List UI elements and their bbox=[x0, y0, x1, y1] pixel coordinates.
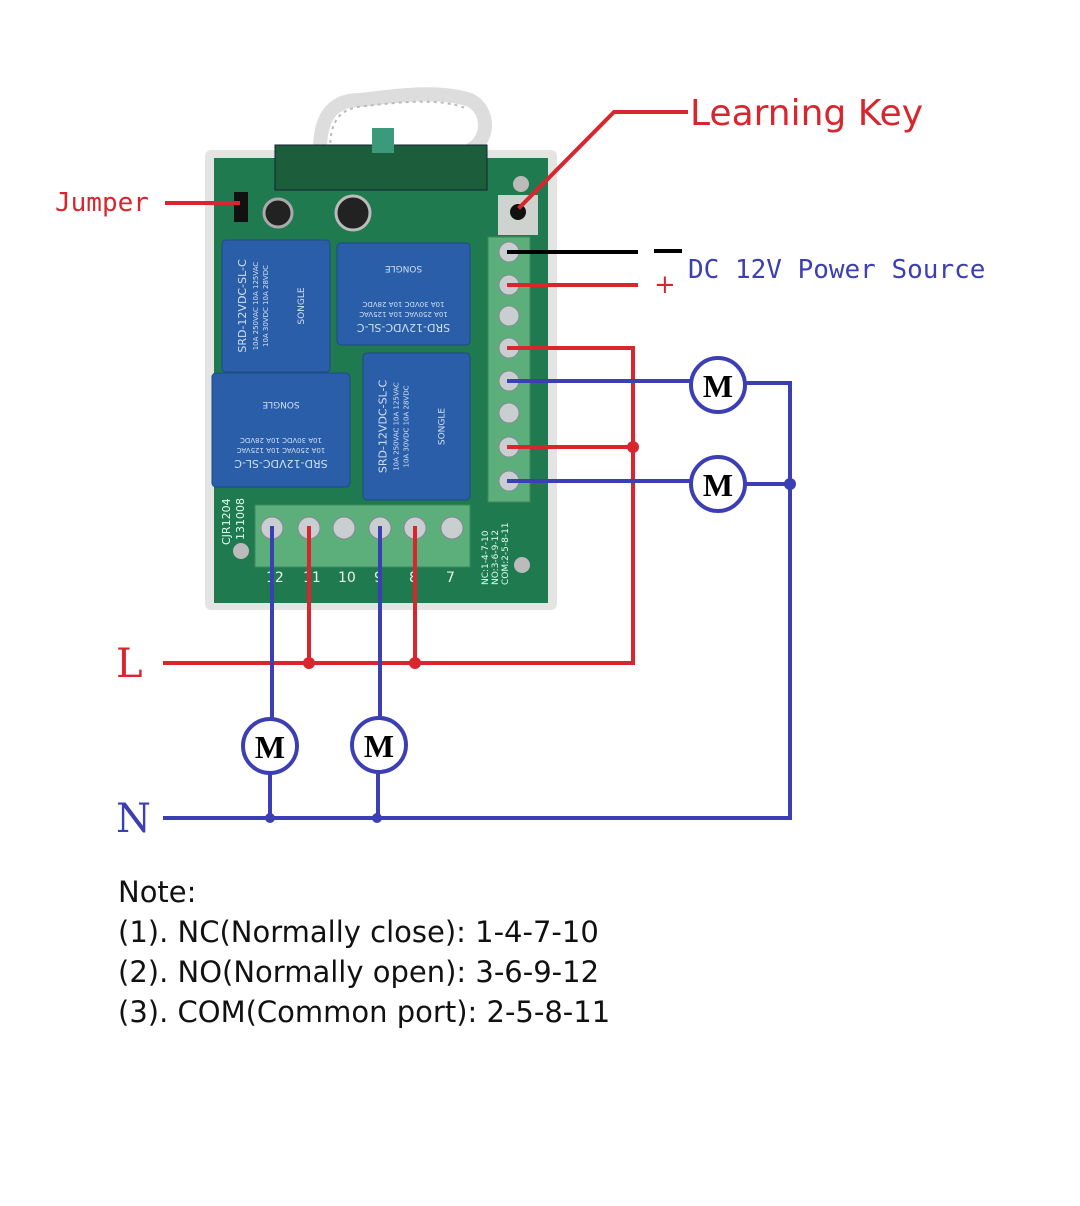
relay-body bbox=[221, 239, 331, 373]
motor: M bbox=[689, 455, 747, 513]
jumper-label: Jumper bbox=[55, 188, 149, 218]
motor: M bbox=[350, 716, 408, 774]
board-code: CJR1204 bbox=[220, 498, 233, 545]
relay-rating-1-text: 10A 250VAC 10A 125VAC bbox=[393, 382, 401, 471]
relay-rating-2-text: 10A 30VDC 10A 28VDC bbox=[262, 265, 270, 347]
motor: M bbox=[241, 717, 299, 775]
relay-rating-1-text: 10A 250VAC 10A 125VAC bbox=[237, 446, 326, 454]
plus-label: + bbox=[654, 270, 676, 300]
legend-no: NO:3-6-9-12 bbox=[491, 530, 501, 585]
screw bbox=[233, 543, 249, 559]
junction-dot bbox=[303, 657, 315, 669]
power-source-label: DC 12V Power Source bbox=[688, 255, 985, 285]
relay-model-text: SRD-12VDC-SL-C bbox=[377, 380, 390, 474]
junction-dot bbox=[372, 813, 382, 823]
motor-wire bbox=[507, 479, 792, 486]
relay-rating-2-text: 10A 30VDC 10A 28VDC bbox=[362, 300, 444, 308]
note-item-no: (2). NO(Normally open): 3-6-9-12 bbox=[118, 955, 600, 989]
relay-brand-text: SONGLE bbox=[262, 399, 300, 409]
terminal-number: 12 bbox=[266, 570, 284, 586]
note-block: Note: (1). NC(Normally close): 1-4-7-10 … bbox=[118, 872, 610, 1032]
motor-circle bbox=[689, 455, 747, 513]
terminal-number: 11 bbox=[303, 570, 321, 586]
learning-key-pointer bbox=[517, 110, 688, 210]
relay-rating-2-text: 10A 30VDC 10A 28VDC bbox=[403, 385, 411, 467]
screw bbox=[514, 557, 530, 573]
relay-brand-text: SONGLE bbox=[385, 263, 423, 273]
relay-brand-text: SONGLE bbox=[438, 408, 448, 446]
motor-label: M bbox=[255, 729, 285, 765]
motor-circle bbox=[241, 717, 299, 775]
terminal-screw[interactable] bbox=[498, 305, 520, 327]
neutral-label: N bbox=[116, 796, 151, 842]
motor-circle bbox=[350, 716, 408, 774]
relay-rating-1-text: 10A 250VAC 10A 125VAC bbox=[252, 262, 260, 351]
motor-label: M bbox=[703, 368, 733, 404]
relay-model-text: SRD-12VDC-SL-C bbox=[236, 259, 249, 353]
terminal-block-bottom bbox=[254, 504, 471, 568]
note-item-com: (3). COM(Common port): 2-5-8-11 bbox=[118, 995, 611, 1029]
motor-label: M bbox=[703, 467, 733, 503]
legend-nc: NC:1-4-7-10 bbox=[481, 530, 491, 585]
screw bbox=[513, 176, 529, 192]
junction-dot bbox=[784, 478, 796, 490]
capacitor bbox=[262, 197, 294, 229]
relay-model-text: SRD-12VDC-SL-C bbox=[234, 457, 328, 470]
terminal-number: 10 bbox=[338, 570, 356, 586]
live-wire-L bbox=[163, 346, 635, 665]
motor-wire bbox=[268, 526, 274, 820]
motor: M bbox=[689, 356, 747, 414]
learning-key-cap bbox=[510, 204, 526, 220]
antenna-connector bbox=[372, 128, 394, 153]
relay-rating-1-text: 10A 250VAC 10A 125VAC bbox=[359, 310, 448, 318]
relay: SRD-12VDC-SL-C 10A 250VAC 10A 125VAC 10A 3… bbox=[211, 372, 351, 488]
neutral-wire-N bbox=[163, 379, 792, 820]
relay-body bbox=[336, 242, 471, 346]
motor-circle bbox=[689, 356, 747, 414]
board-date: 131008 bbox=[234, 498, 247, 540]
junction-dots bbox=[265, 441, 796, 823]
jumper-header bbox=[234, 192, 248, 222]
antenna-coil bbox=[313, 87, 492, 157]
relay-brand-text: SONGLE bbox=[297, 287, 307, 325]
terminal-screw[interactable] bbox=[440, 516, 464, 540]
relay: SRD-12VDC-SL-C 10A 250VAC 10A 125VAC 10A 3… bbox=[336, 242, 471, 346]
terminal-screw[interactable] bbox=[498, 402, 520, 424]
junction-dot bbox=[409, 657, 421, 669]
note-item-nc: (1). NC(Normally close): 1-4-7-10 bbox=[118, 915, 599, 949]
terminal-screw[interactable] bbox=[332, 516, 356, 540]
junction-dot bbox=[265, 813, 275, 823]
motor-wire bbox=[376, 526, 382, 820]
capacitor bbox=[334, 194, 372, 232]
relay-rating-2-text: 10A 30VDC 10A 28VDC bbox=[240, 436, 322, 444]
relay-model-text: SRD-12VDC-SL-C bbox=[357, 321, 451, 334]
motor-label: M bbox=[364, 728, 394, 764]
note-title: Note: bbox=[118, 875, 197, 909]
relay-body bbox=[211, 372, 351, 488]
terminal-number: 7 bbox=[446, 570, 455, 586]
junction-dot bbox=[627, 441, 639, 453]
line-label: L bbox=[116, 641, 143, 687]
relay-body bbox=[362, 352, 471, 501]
legend-com: COM:2-5-8-11 bbox=[501, 522, 511, 585]
learning-key-label: Learning Key bbox=[690, 93, 923, 134]
